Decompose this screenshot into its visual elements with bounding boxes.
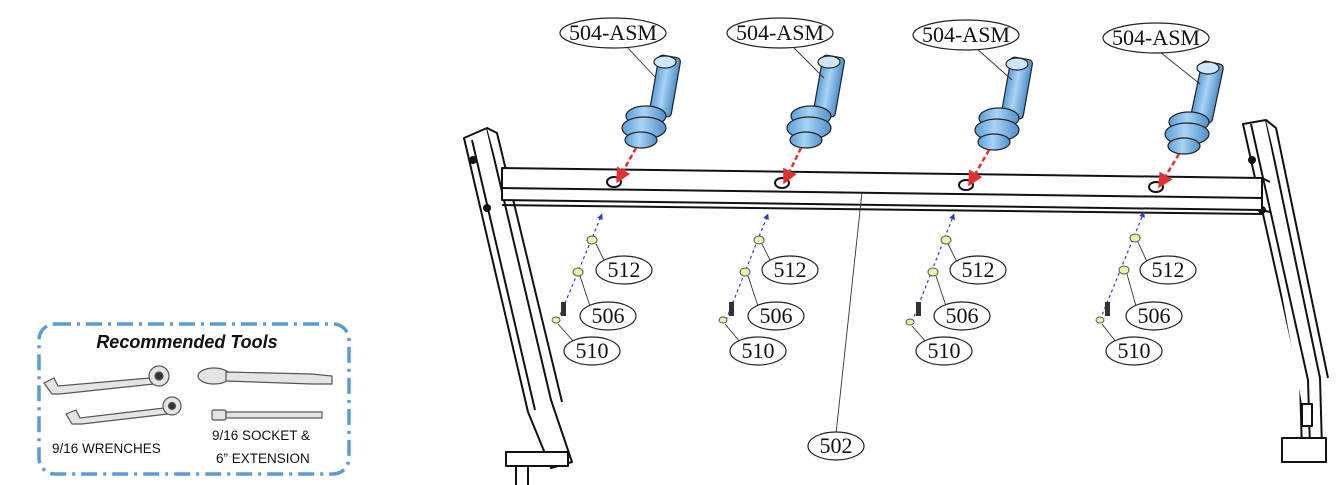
label-506-2: 506 [760, 303, 793, 328]
label-512-3: 512 [962, 257, 995, 282]
socket-extension-icon [211, 409, 323, 421]
label-512-4: 512 [1152, 257, 1185, 282]
label-512-2: 512 [774, 257, 807, 282]
socket-caption-line1: 9/16 SOCKET & [212, 428, 310, 443]
label-510-3: 510 [928, 338, 961, 363]
label-504-asm-3: 504-ASM [922, 22, 1010, 47]
tools-box-title: Recommended Tools [96, 332, 277, 352]
callouts [559, 17, 1210, 461]
hardware-stack-3 [905, 213, 955, 326]
hardware-stack-2 [718, 213, 769, 324]
pin-insert-arrows [615, 147, 1181, 189]
callout-labels: 504-ASM 504-ASM 504-ASM 504-ASM 502 512 … [569, 20, 1200, 458]
label-510-1: 510 [576, 338, 609, 363]
label-510-2: 510 [742, 338, 775, 363]
wrench-caption: 9/16 WRENCHES [52, 441, 161, 456]
label-502: 502 [820, 433, 853, 458]
label-510-4: 510 [1118, 338, 1151, 363]
ratchet-icon [197, 367, 333, 385]
leader-lines [557, 45, 1201, 435]
hardware-stack-4 [1095, 211, 1145, 324]
pin-assembly-4 [1164, 60, 1224, 155]
pin-assembly-1 [621, 54, 682, 149]
label-512-1: 512 [608, 257, 641, 282]
socket-caption-line2: 6” EXTENSION [216, 451, 310, 466]
crossbar [501, 167, 1271, 215]
label-504-asm-4: 504-ASM [1112, 25, 1200, 50]
label-506-1: 506 [592, 303, 625, 328]
pin-assembly-3 [974, 56, 1034, 151]
hardware-stack-1 [551, 213, 603, 324]
label-504-asm-2: 504-ASM [736, 20, 824, 45]
tools-box-border [37, 322, 351, 476]
label-506-4: 506 [1138, 303, 1171, 328]
recommended-tools-box: Recommended Tools 9/16 WRENCHES 9/16 SOC… [37, 322, 351, 476]
pin-assembly-2 [786, 54, 846, 149]
label-504-asm-1: 504-ASM [569, 20, 657, 45]
label-506-3: 506 [946, 303, 979, 328]
wrench-icon [43, 365, 182, 425]
right-upright [1242, 119, 1329, 463]
